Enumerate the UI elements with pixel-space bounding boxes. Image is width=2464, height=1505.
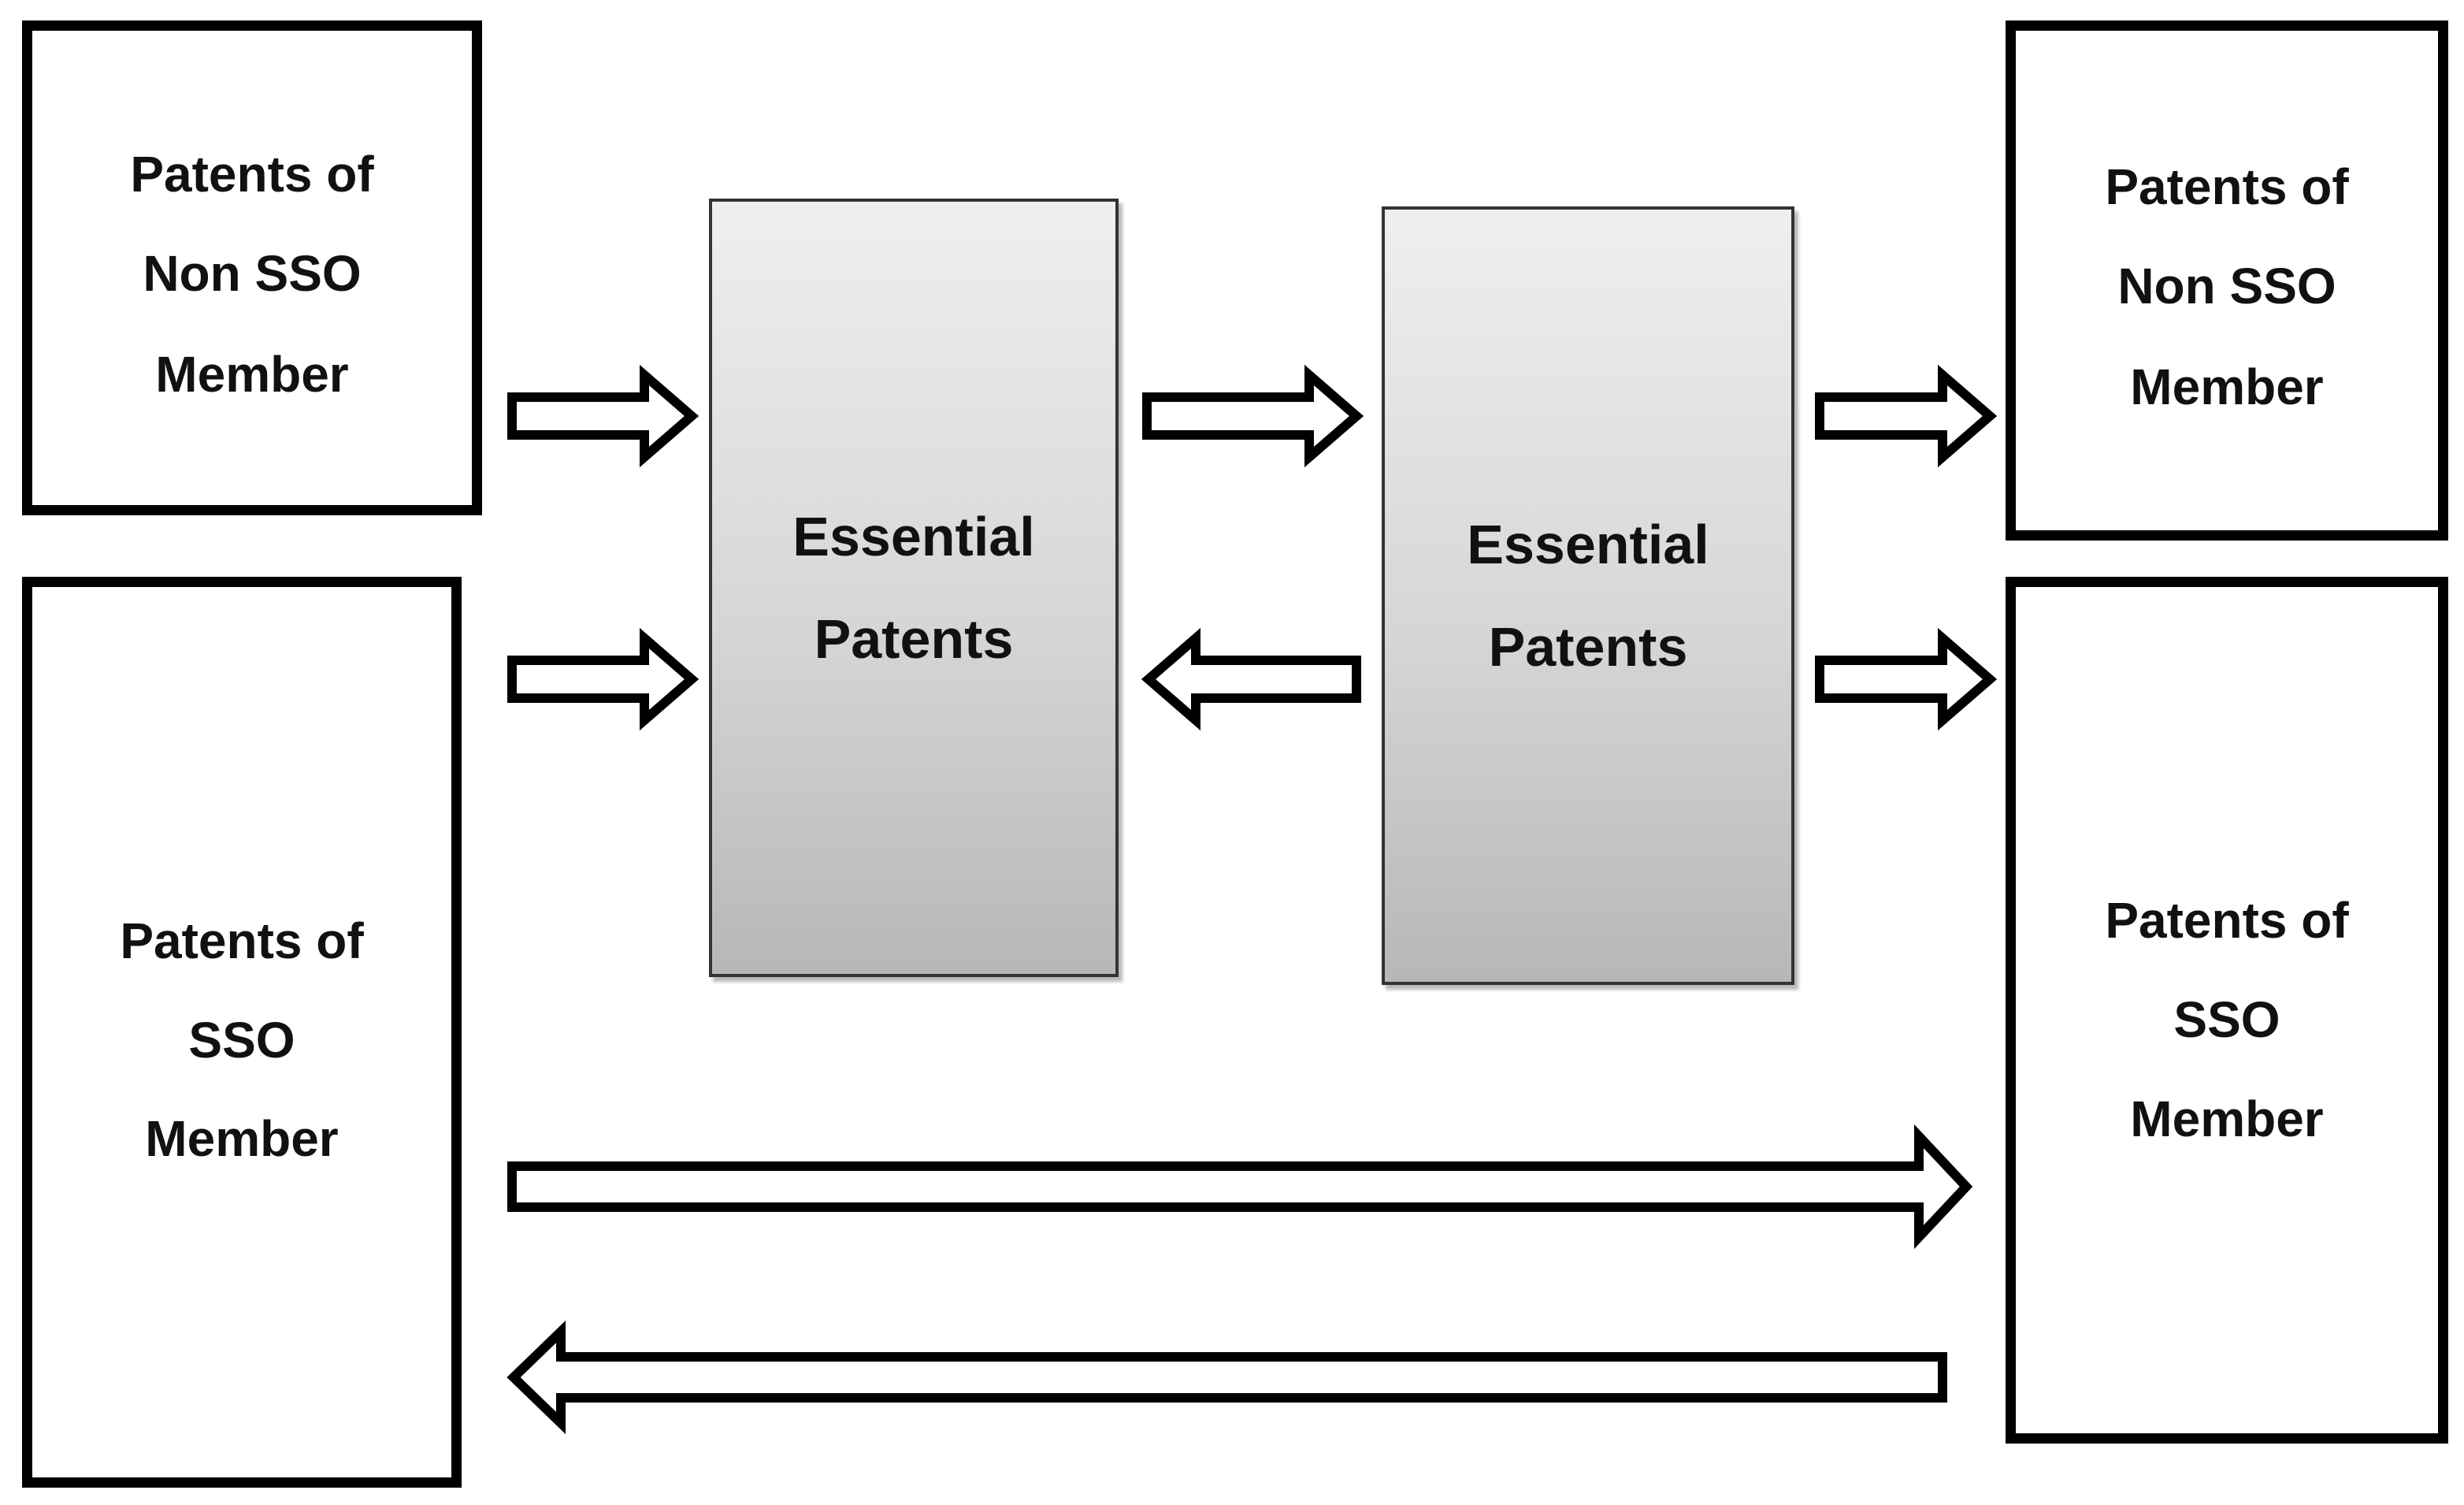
box-label-line: Essential bbox=[792, 506, 1035, 567]
sso-member-target-box: Patents of SSO Member bbox=[2006, 577, 2448, 1444]
right-arrow bbox=[507, 364, 699, 468]
box-label-line: Essential bbox=[1467, 514, 1709, 575]
box-label-line: Non SSO bbox=[2117, 258, 2336, 314]
non-sso-member-target-box: Patents of Non SSO Member bbox=[2006, 20, 2448, 541]
non-sso-member-source-box: Patents of Non SSO Member bbox=[22, 20, 482, 515]
box-label-line: SSO bbox=[2173, 991, 2280, 1048]
essential-patents-box-1: Essential Patents bbox=[709, 199, 1119, 977]
sso-member-source-box: Patents of SSO Member bbox=[22, 577, 462, 1488]
box-label-line: Member bbox=[145, 1110, 339, 1167]
box-label-line: Member bbox=[2130, 359, 2324, 415]
box-label-line: Member bbox=[2130, 1091, 2324, 1147]
essential-patents-box-2: Essential Patents bbox=[1382, 206, 1794, 985]
box-label-line: Member bbox=[155, 346, 349, 403]
right-arrow bbox=[507, 627, 699, 731]
box-label-line: Non SSO bbox=[143, 245, 362, 302]
long-right-arrow bbox=[507, 1124, 1973, 1250]
right-arrow bbox=[1815, 364, 1998, 468]
box-label-line: Patents bbox=[814, 608, 1014, 670]
left-arrow bbox=[1141, 627, 1361, 731]
box-label-line: Patents of bbox=[120, 912, 364, 969]
right-arrow bbox=[1815, 627, 1998, 731]
right-arrow bbox=[1142, 364, 1364, 468]
box-label-line: Patents of bbox=[2105, 892, 2349, 949]
long-left-arrow bbox=[507, 1320, 1947, 1435]
box-label-line: Patents of bbox=[130, 146, 374, 203]
box-label-line: SSO bbox=[188, 1012, 295, 1068]
box-label-line: Patents bbox=[1488, 616, 1688, 678]
box-label-line: Patents of bbox=[2105, 158, 2349, 215]
